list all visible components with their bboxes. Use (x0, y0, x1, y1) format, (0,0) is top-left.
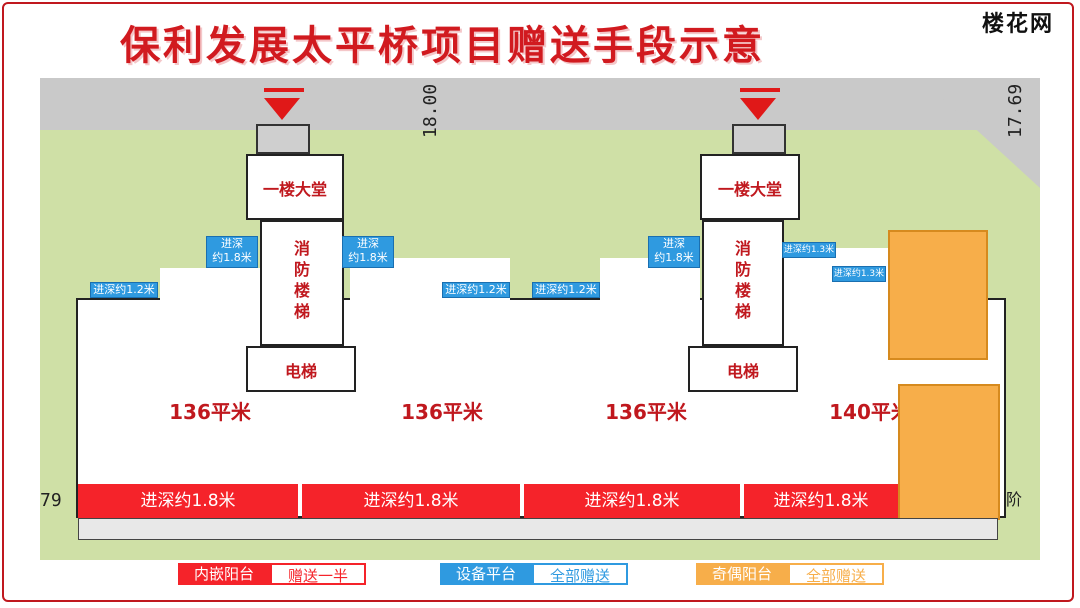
legend-odd-label: 奇偶阳台 (696, 563, 788, 585)
legend-inset-value: 赠送一半 (270, 563, 366, 585)
edge-char: 阶 (1006, 490, 1023, 509)
top-road (40, 78, 1040, 130)
stairs-left-label: 消 防 楼 梯 (293, 239, 310, 321)
elevator-right (688, 346, 798, 392)
dim-top-road: 18.00 (420, 83, 441, 138)
equip-tag-8: 进深约1.3米 (832, 266, 886, 282)
unit-area-4: 140平米 (829, 400, 911, 424)
equip-tag-1: 进深 约1.8米 (206, 236, 258, 268)
page-title: 保利发展太平桥项目赠送手段示意 (120, 22, 765, 69)
bottom-strip (78, 518, 998, 540)
unit-area-3: 136平米 (605, 400, 687, 424)
equip-tag-2: 进深 约1.8米 (342, 236, 394, 268)
legend-equip-label: 设备平台 (440, 563, 532, 585)
equip-tag-4: 进深约1.2米 (90, 282, 158, 298)
brand-logo: 楼花网 (981, 11, 1054, 37)
entrance-right (732, 124, 786, 154)
page-frame (2, 2, 1074, 602)
entrance-left (256, 124, 310, 154)
unit-area-1: 136平米 (169, 400, 251, 424)
lobby-left-label: 一楼大堂 (262, 180, 327, 199)
legend-equip-value: 全部赠送 (532, 563, 628, 585)
arrow-left-bar (264, 88, 304, 92)
inset-band-3: 进深约1.8米 (524, 484, 740, 518)
unit-area-2: 136平米 (401, 400, 483, 424)
floor-plan: 18.00 17.69 79 一楼大堂 消 防 楼 梯 电梯 一楼大堂 消 防 … (40, 78, 1040, 560)
inset-band-4: 进深约1.8米 (744, 484, 898, 518)
equip-tag-7: 进深约1.3米 (782, 242, 836, 258)
equip-tag-3: 进深 约1.8米 (648, 236, 700, 268)
elevator-left (246, 346, 356, 392)
dim-left-edge: 79 (40, 490, 62, 511)
stairs-right (702, 220, 784, 346)
lobby-right-label: 一楼大堂 (717, 180, 782, 199)
arrow-right-icon (740, 98, 776, 120)
lobby-left (246, 154, 344, 220)
arrow-left-icon (264, 98, 300, 120)
elevator-left-label: 电梯 (284, 362, 317, 381)
legend-inset-label: 内嵌阳台 (178, 563, 270, 585)
inset-band-2: 进深约1.8米 (302, 484, 520, 518)
legend-odd-value: 全部赠送 (788, 563, 884, 585)
stairs-left (260, 220, 344, 346)
upper-mid-right-wing (600, 258, 700, 328)
odd-balcony-lower (898, 384, 1000, 520)
stairs-right-label: 消 防 楼 梯 (734, 239, 751, 321)
arrow-right-bar (740, 88, 780, 92)
lobby-right (700, 154, 800, 220)
inset-band-1: 进深约1.8米 (78, 484, 298, 518)
building-body (76, 298, 1006, 518)
equip-tag-6: 进深约1.2米 (532, 282, 600, 298)
odd-balcony-upper (888, 230, 988, 360)
elevator-right-label: 电梯 (726, 362, 759, 381)
equip-tag-5: 进深约1.2米 (442, 282, 510, 298)
dim-right-road: 17.69 (1005, 83, 1026, 138)
